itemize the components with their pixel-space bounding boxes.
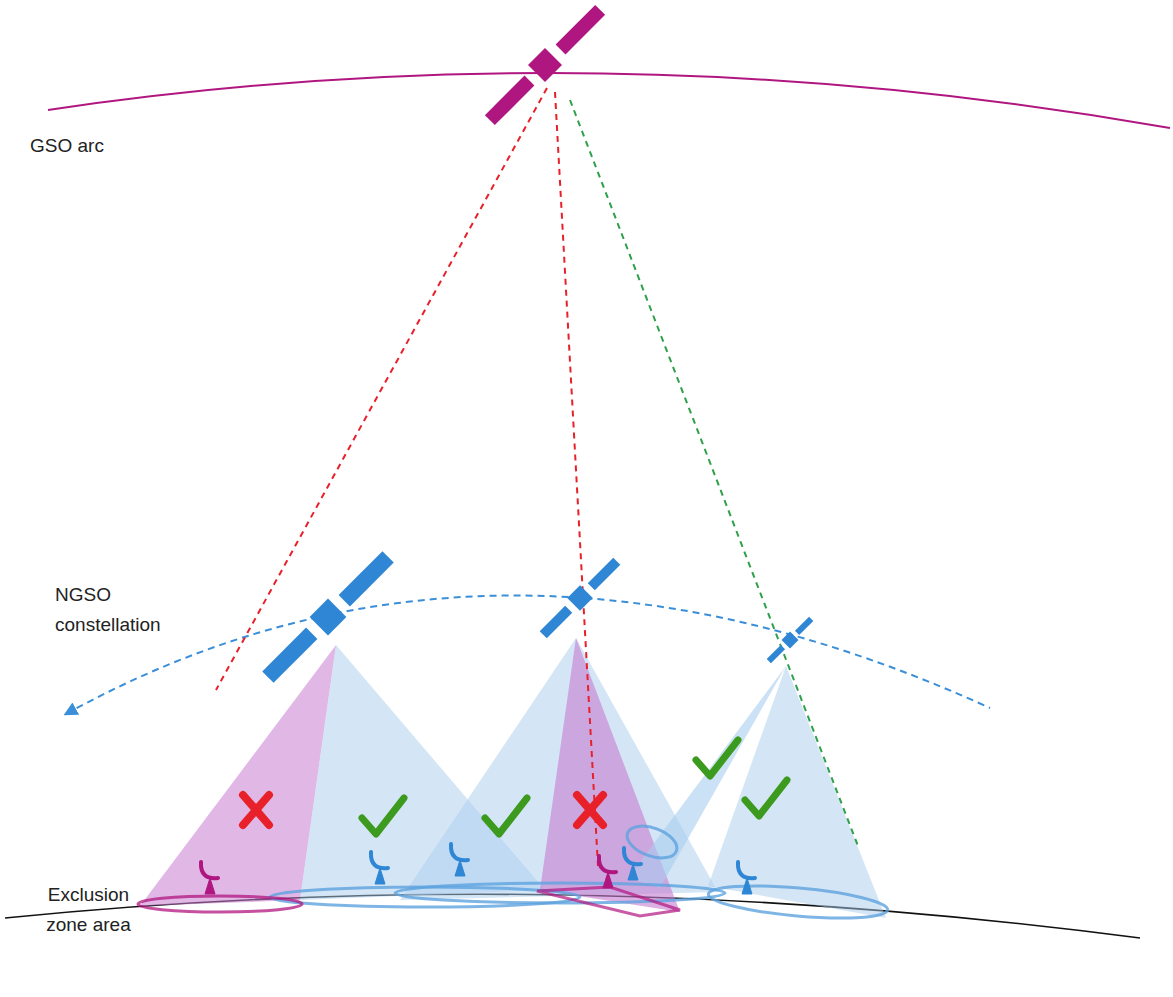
gso-arc [48, 73, 1170, 128]
orbit-label: GSO arc [30, 131, 170, 161]
sight-lines [216, 88, 858, 866]
ngso-orbit [66, 595, 990, 714]
beams [140, 638, 886, 918]
footprints [138, 820, 889, 924]
gso-satellite [481, 1, 608, 128]
status-marks [243, 740, 787, 834]
ngso-satellite [537, 555, 623, 641]
ngso-satellite [259, 548, 398, 687]
earth-stations [201, 844, 755, 894]
constellation-label: NGSO constellation [55, 580, 185, 640]
ngso-satellite [765, 615, 816, 666]
zone-label: Exclusion zone area [36, 880, 141, 940]
